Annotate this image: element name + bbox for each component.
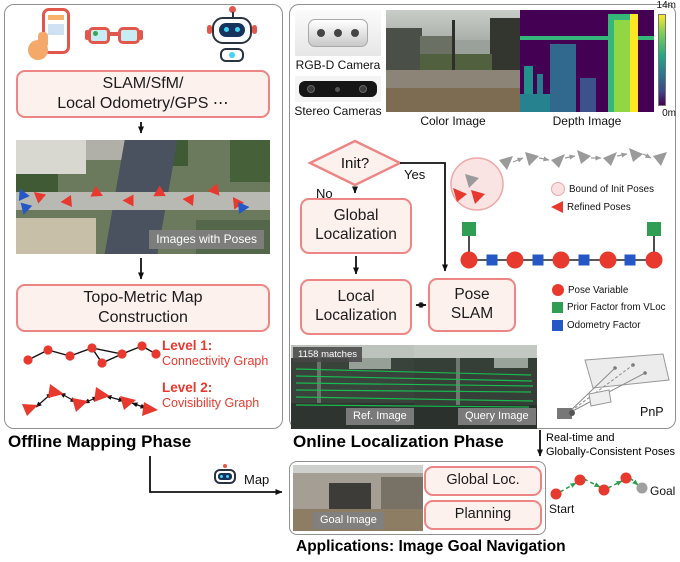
goal-image: Goal Image <box>293 465 423 531</box>
phone-icon <box>28 8 74 64</box>
pose-variable-icon <box>552 284 564 296</box>
odometry-factor-text: Odometry Factor <box>567 320 641 331</box>
refined-triangle-icon <box>551 201 563 213</box>
feature-match-lines <box>295 368 534 408</box>
pose-slam-line2: SLAM <box>450 305 494 322</box>
offline-phase-title: Offline Mapping Phase <box>8 432 192 451</box>
local-loc-line2: Localization <box>315 307 397 324</box>
global-localization-box: Global Localization <box>300 198 412 254</box>
stereo-camera-image <box>295 76 381 102</box>
bound-circle-icon <box>551 182 565 196</box>
prior-factor-text: Prior Factor from VLoc <box>567 302 666 313</box>
mini-robot-icon <box>212 464 238 490</box>
pnp-sketch <box>557 353 670 419</box>
color-image-label: Color Image <box>420 114 486 128</box>
slam-box-line1: SLAM/SfM/ <box>102 75 184 93</box>
pose-triangle <box>59 195 73 208</box>
level1-subtitle: Connectivity Graph <box>162 353 269 368</box>
stereo-camera-label: Stereo Cameras <box>294 104 382 118</box>
odometry-factor-icon <box>552 320 563 331</box>
slam-box-line2: Local Odometry/GPS ⋯ <box>57 95 229 112</box>
init-label: Init? <box>340 155 370 172</box>
applications-title: Applications: Image Goal Navigation <box>296 538 566 555</box>
legend-pose-variable: Pose Variable <box>552 284 628 296</box>
legend-odometry-factor: Odometry Factor <box>552 320 641 331</box>
realtime-line2: Globally-Consistent Poses <box>546 446 676 459</box>
local-loc-line1: Local <box>337 288 375 306</box>
branch-yes-label: Yes <box>404 167 426 182</box>
topo-metric-box: Topo-Metric Map Construction <box>16 284 270 332</box>
level2-label: Level 2: Covisibility Graph <box>162 380 280 411</box>
slam-sources-box: SLAM/SfM/ Local Odometry/GPS ⋯ <box>16 70 270 118</box>
pose-triangle <box>181 193 195 206</box>
depth-max-label: 14m <box>656 0 676 11</box>
ref-image-tag: Ref. Image <box>346 408 414 426</box>
app-planning-label: Planning <box>454 506 512 523</box>
depth-colorbar <box>658 14 666 106</box>
navigation-trajectory <box>550 472 648 500</box>
bound-legend-text: Bound of Init Poses <box>569 183 654 195</box>
pose-triangle-blue <box>237 201 251 214</box>
robot-icon <box>205 6 259 64</box>
depth-image <box>520 10 654 112</box>
covisibility-graph <box>22 384 158 416</box>
pose-variable-text: Pose Variable <box>568 284 629 296</box>
goal-label: Goal <box>650 484 676 498</box>
level2-title: Level 2: <box>162 380 213 395</box>
app-global-loc-label: Global Loc. <box>446 472 520 489</box>
pose-slam-box: Pose SLAM <box>428 278 516 332</box>
start-label: Start <box>549 502 575 516</box>
realtime-line1: Real-time and <box>546 432 615 444</box>
local-localization-box: Local Localization <box>300 279 412 335</box>
map-arrow-label: Map <box>244 472 270 487</box>
goal-image-tag: Goal Image <box>313 512 384 530</box>
init-poses-illustration <box>450 148 667 211</box>
query-image-tag: Query Image <box>458 408 536 426</box>
legend-refined-poses: Refined Poses <box>551 201 631 213</box>
pnp-label: PnP <box>640 405 664 419</box>
smart-glasses-icon <box>85 18 143 56</box>
match-images: 1158 matches Ref. Image Query Image <box>291 345 537 429</box>
pose-factor-graph <box>460 222 663 269</box>
app-global-loc-box: Global Loc. <box>424 466 542 496</box>
depth-min-label: 0m <box>662 108 676 119</box>
aerial-caption: Images with Poses <box>149 230 264 249</box>
legend-prior-factor: Prior Factor from VLoc <box>552 302 666 313</box>
topo-box-line2: Construction <box>98 309 188 326</box>
pose-triangle <box>122 194 134 207</box>
color-image <box>386 10 520 112</box>
rgbd-camera-label: RGB-D Camera <box>295 58 381 72</box>
realtime-poses-text: Real-time and Globally-Consistent Poses <box>546 431 675 460</box>
pose-triangle-blue <box>17 202 33 217</box>
matches-count-tag: 1158 matches <box>293 347 362 363</box>
refined-legend-text: Refined Poses <box>567 201 631 213</box>
pose-slam-line1: Pose <box>454 286 490 304</box>
prior-factor-icon <box>552 302 563 313</box>
depth-image-label: Depth Image <box>552 114 622 128</box>
topo-box-line1: Topo-Metric Map <box>83 289 203 307</box>
app-planning-box: Planning <box>424 500 542 530</box>
level2-subtitle: Covisibility Graph <box>162 395 260 410</box>
level1-title: Level 1: <box>162 338 213 353</box>
global-loc-line1: Global <box>333 207 379 225</box>
level1-label: Level 1: Connectivity Graph <box>162 338 280 369</box>
aerial-map-image: Images with Poses <box>16 140 270 254</box>
connectivity-graph <box>23 341 161 368</box>
rgbd-camera-image <box>295 10 381 56</box>
global-loc-line2: Localization <box>315 226 397 243</box>
online-phase-title: Online Localization Phase <box>293 432 504 451</box>
legend-bound-init-poses: Bound of Init Poses <box>551 182 654 196</box>
branch-no-label: No <box>316 186 333 201</box>
